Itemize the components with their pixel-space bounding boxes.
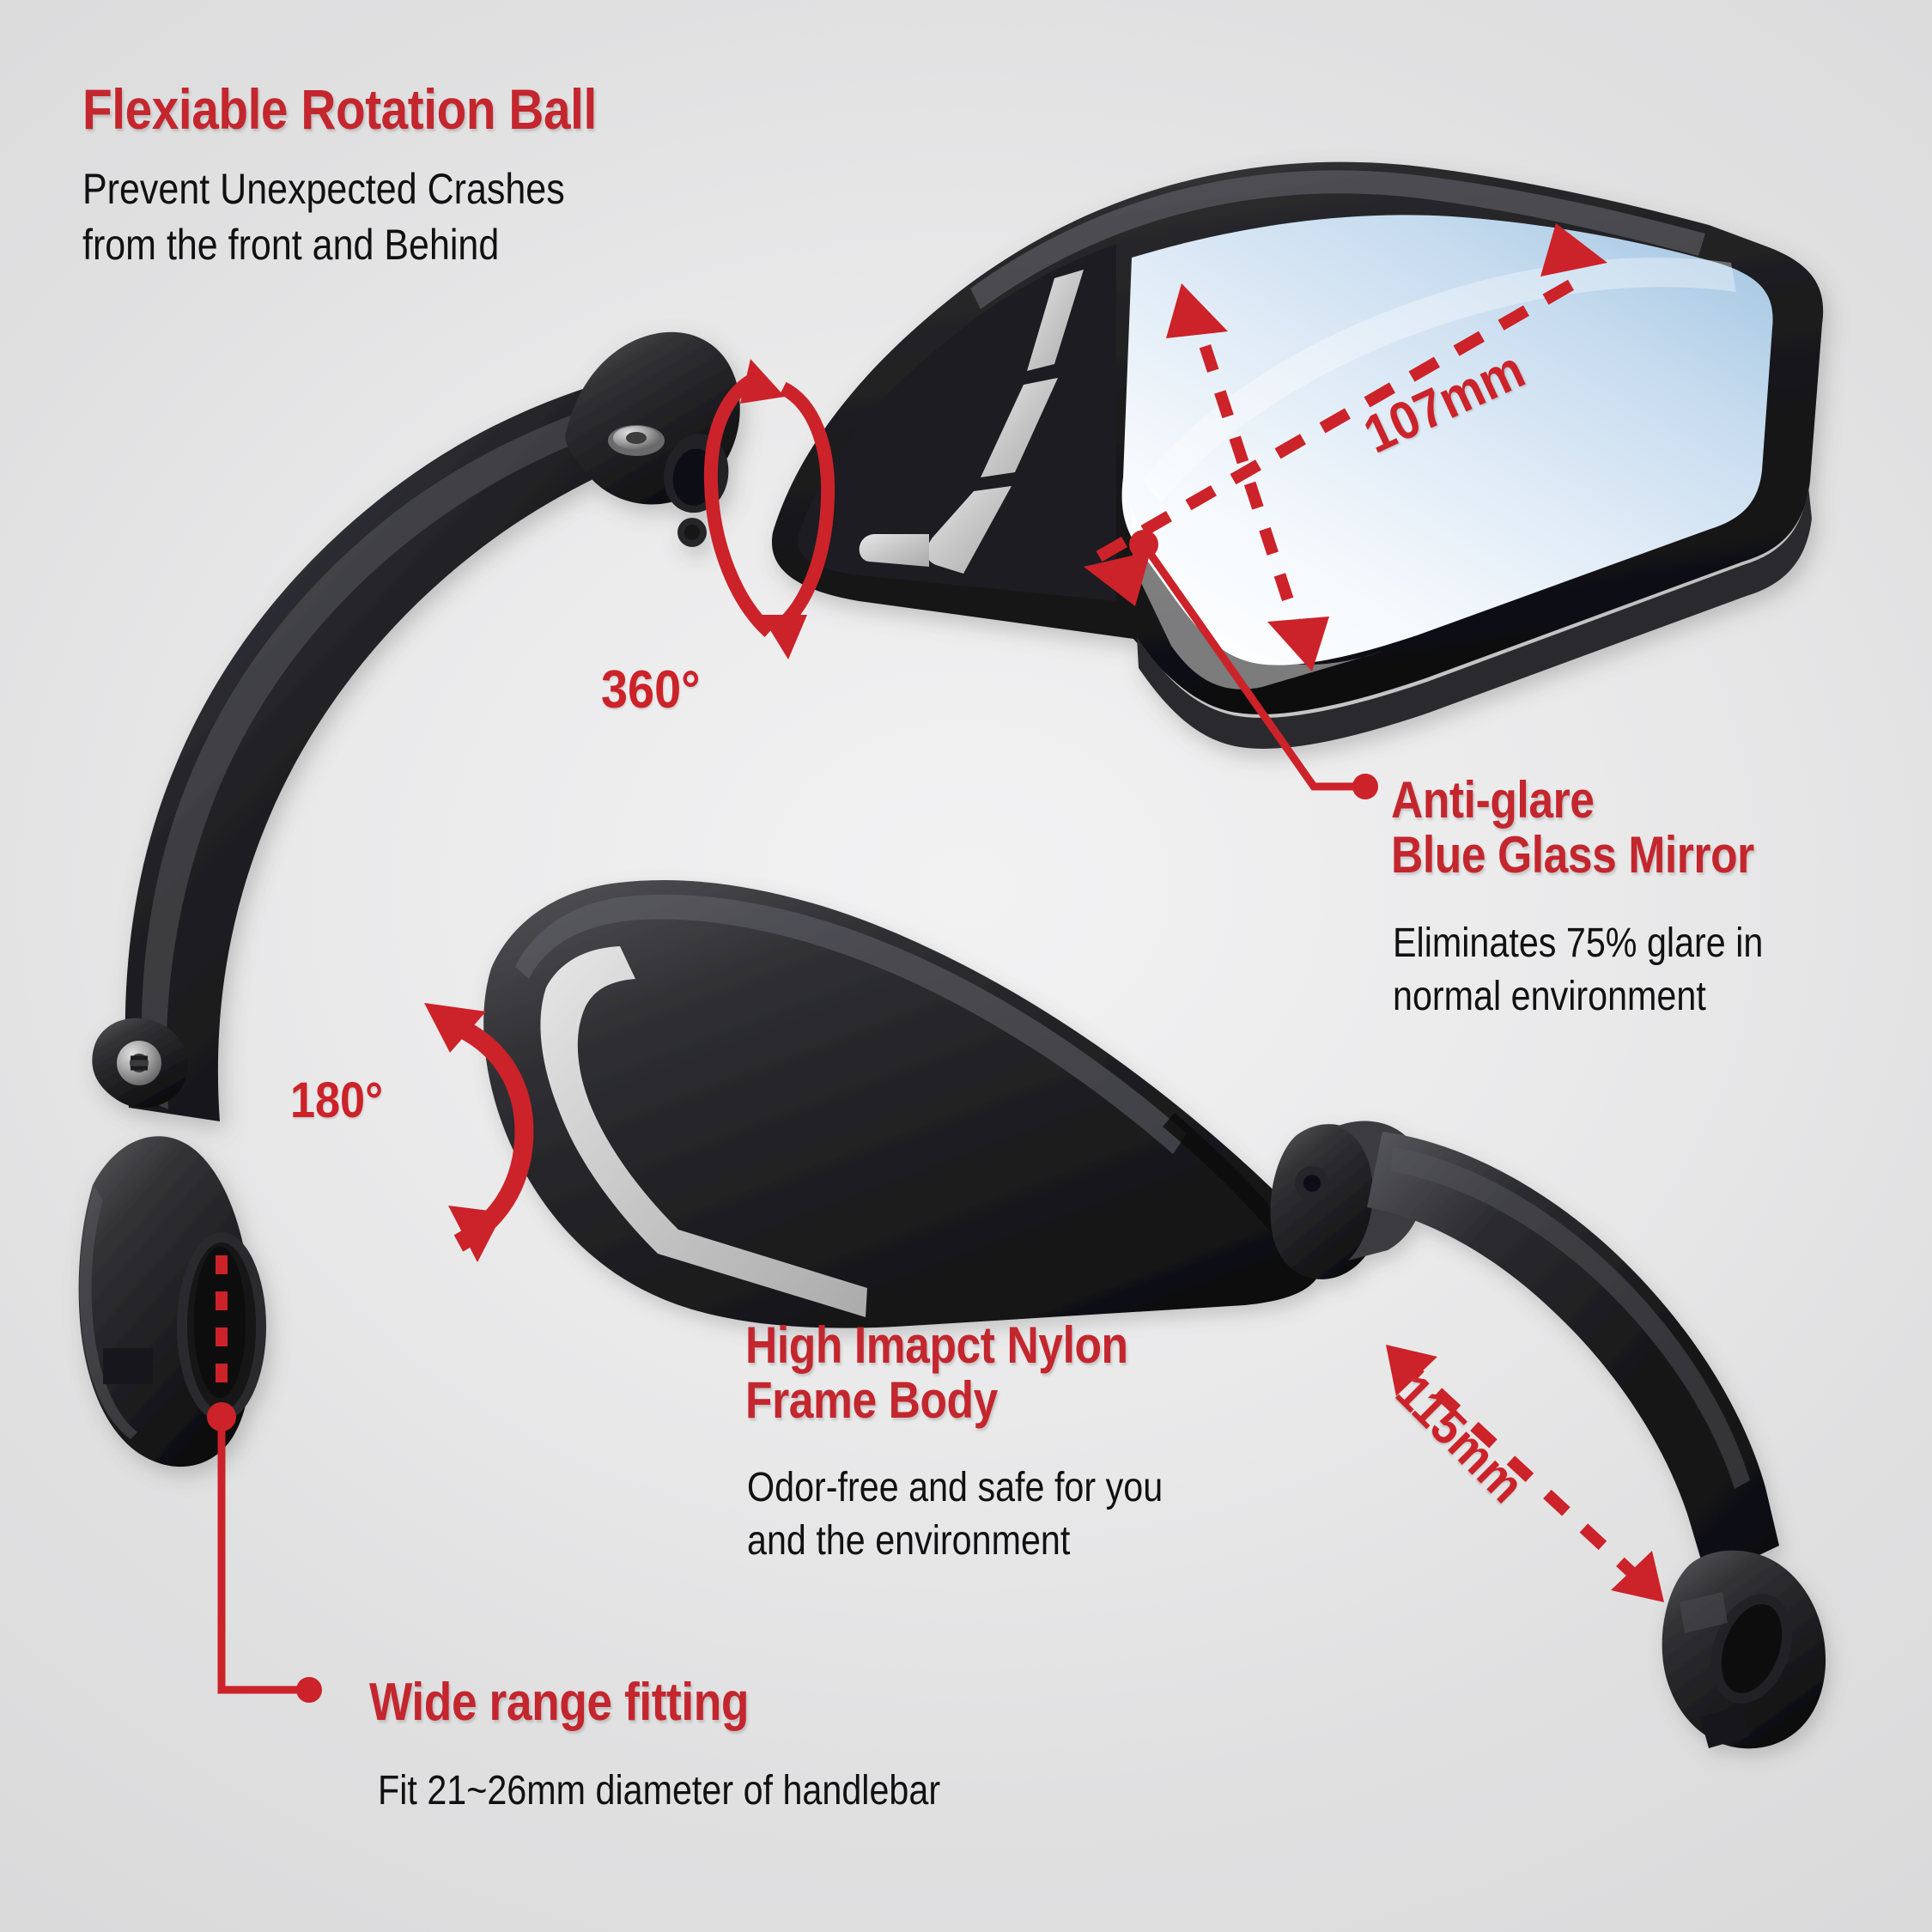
angle-180-arrow xyxy=(424,1003,534,1262)
nylon-frame-subtext: Odor-free and safe for you and the envir… xyxy=(747,1465,1163,1564)
mirror-bezel-left xyxy=(798,244,1116,601)
dimension-height-tick xyxy=(1166,283,1329,671)
rotation-ball-heading: Flexiable Rotation Ball xyxy=(82,77,597,141)
nylon-frame-heading: High Imapct Nylon Frame Body xyxy=(745,1316,1128,1429)
handlebar-clamp-lower xyxy=(1662,1550,1826,1749)
mirror-arm-upper-highlight xyxy=(141,405,617,1109)
dimension-107mm xyxy=(1084,223,1607,606)
wide-range-heading: Wide range fitting xyxy=(369,1673,750,1732)
anti-glare-heading: Anti-glare Blue Glass Mirror xyxy=(1391,771,1754,884)
anti-glare-subtext: Eliminates 75% glare in normal environme… xyxy=(1393,920,1764,1020)
accent-chevron-rear xyxy=(540,946,867,1317)
arm-hinge-upper xyxy=(92,1018,188,1109)
leader-wide-range xyxy=(207,1402,322,1703)
mirror-arm-lower xyxy=(1367,1132,1779,1580)
rotation-ball-joint xyxy=(565,331,740,547)
annotation-layer xyxy=(207,223,1664,1703)
lower-mirror-assembly xyxy=(483,879,1826,1749)
wide-range-subtext: Fit 21~26mm diameter of handlebar xyxy=(378,1768,941,1814)
handlebar-clamp-upper xyxy=(78,1136,266,1467)
angle-360-loop xyxy=(703,359,835,659)
leader-anti-glare xyxy=(1129,530,1378,799)
accent-chevrons-upper xyxy=(859,270,1084,574)
angle-label-180: 180° xyxy=(290,1072,383,1128)
hex-screw-upper xyxy=(608,425,665,456)
rotation-ball-subtext: Prevent Unexpected Crashes from the fron… xyxy=(82,165,565,269)
mirror-housing-rear xyxy=(483,879,1322,1328)
dimension-115mm xyxy=(1386,1345,1664,1602)
angle-label-360: 360° xyxy=(601,660,701,720)
mirror-glass-upper xyxy=(1121,215,1773,665)
